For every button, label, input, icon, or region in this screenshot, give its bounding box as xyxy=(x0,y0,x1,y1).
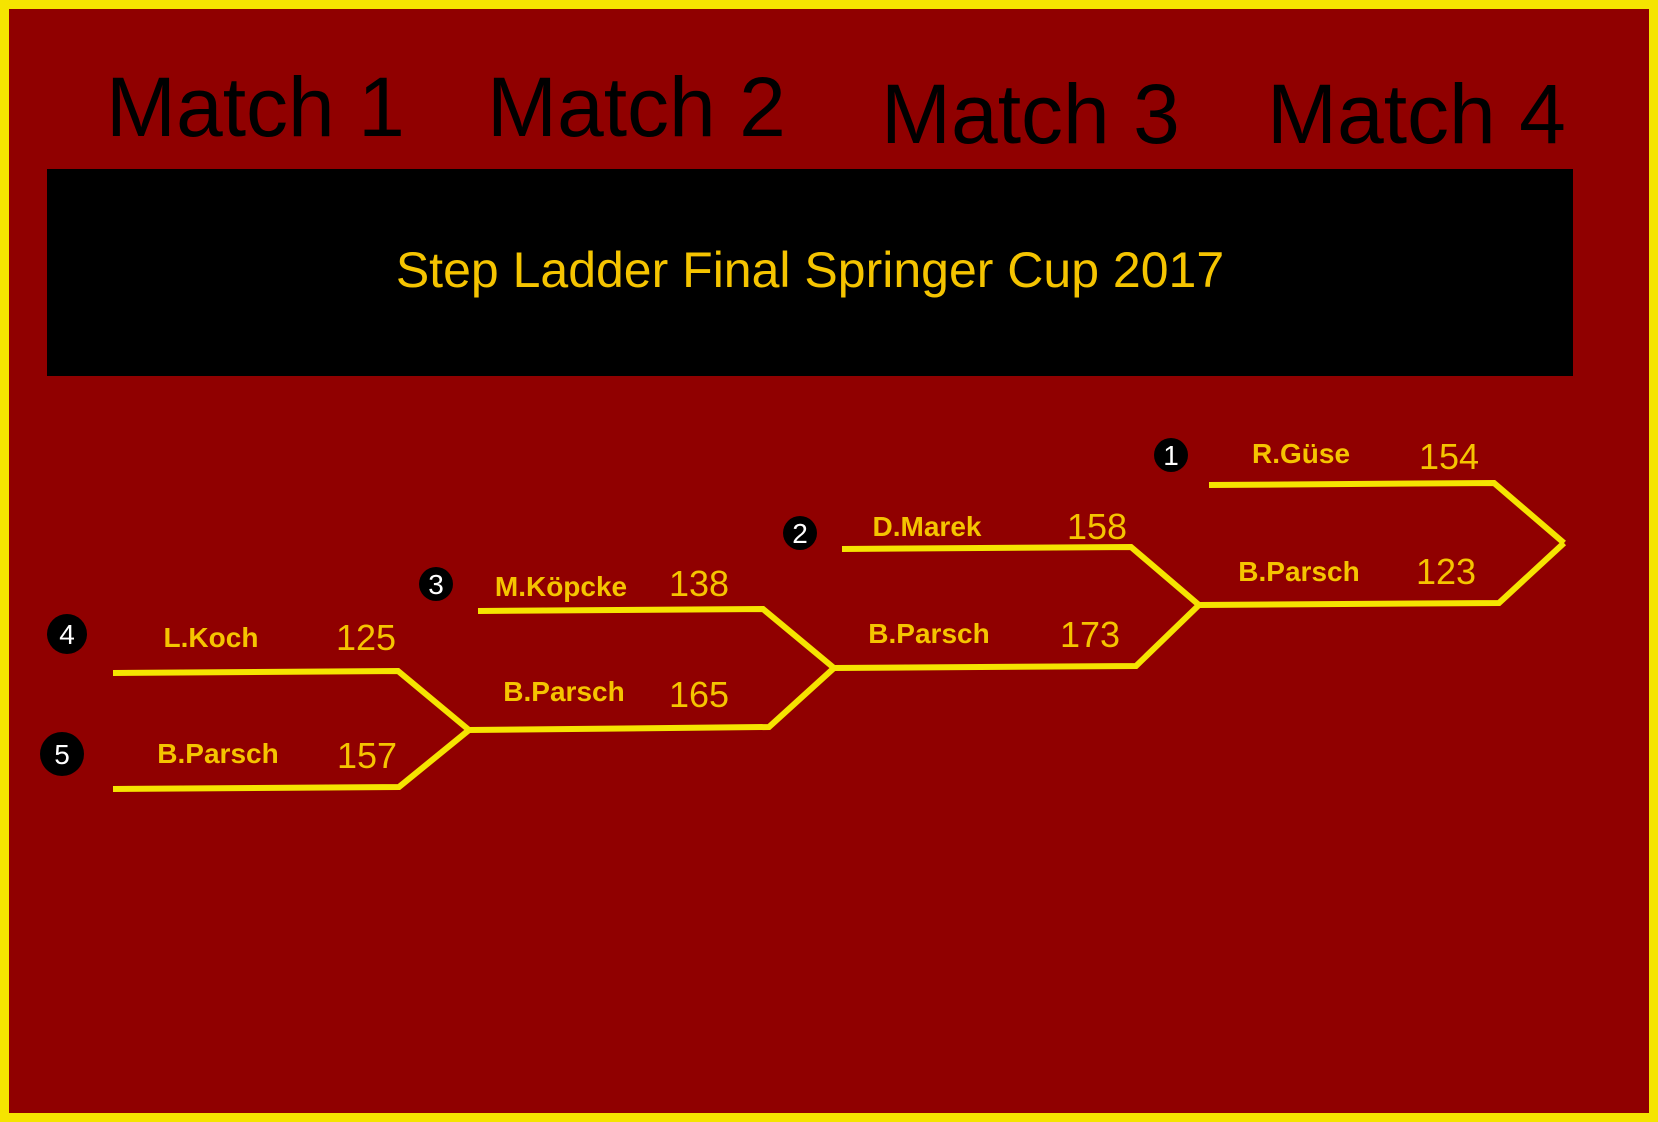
match-1-bottom-player-score: 157 xyxy=(337,735,397,776)
match-4-top-player-name: R.Güse xyxy=(1252,438,1350,469)
match-1-bottom-line xyxy=(112,727,471,792)
match-2-bottom-line xyxy=(468,665,837,733)
match-2-top-player-name: M.Köpcke xyxy=(495,571,627,602)
match-1-bottom-player-name: B.Parsch xyxy=(157,738,278,769)
match-3-top-line xyxy=(841,543,1201,608)
match-3-bottom-player-score: 173 xyxy=(1060,614,1120,655)
match-3-top-player-score: 158 xyxy=(1067,506,1127,547)
match-1-top-player-score: 125 xyxy=(336,617,396,658)
match-1-top-line xyxy=(112,667,471,733)
match-2-header: Match 2 xyxy=(487,60,786,154)
match-3-bottom-player-name: B.Parsch xyxy=(868,618,989,649)
match-2-bottom-player-score: 165 xyxy=(669,674,729,715)
match-4-top-line xyxy=(1208,479,1566,546)
match-2-bottom-player-name: B.Parsch xyxy=(503,676,624,707)
seed-badge-5: 5 xyxy=(40,732,84,776)
title-banner: Step Ladder Final Springer Cup 2017 xyxy=(47,169,1573,376)
seed-badge-2: 2 xyxy=(783,516,817,550)
banner-title: Step Ladder Final Springer Cup 2017 xyxy=(395,242,1225,298)
seed-number: 4 xyxy=(59,619,75,650)
match-4-bottom-line xyxy=(1198,540,1567,608)
bracket-diagram: 1 2 3 4 5 L.Koch 125 B.Parsch 157 M.Köpc… xyxy=(40,436,1567,792)
match-3-bottom-line xyxy=(833,602,1202,671)
match-1-header: Match 1 xyxy=(106,60,405,154)
match-3-header: Match 3 xyxy=(881,67,1180,161)
seed-badge-1: 1 xyxy=(1154,438,1188,472)
match-1-top-player-name: L.Koch xyxy=(164,622,259,653)
match-4-top-player-score: 154 xyxy=(1419,436,1479,477)
seed-number: 5 xyxy=(54,739,70,770)
match-2-top-line xyxy=(477,605,836,671)
seed-badge-4: 4 xyxy=(47,614,87,654)
seed-badge-3: 3 xyxy=(419,567,453,601)
match-4-bottom-player-score: 123 xyxy=(1416,551,1476,592)
seed-number: 2 xyxy=(792,518,808,549)
match-4-bottom-player-name: B.Parsch xyxy=(1238,556,1359,587)
match-2-top-player-score: 138 xyxy=(669,563,729,604)
match-3-top-player-name: D.Marek xyxy=(873,511,982,542)
seed-number: 1 xyxy=(1163,440,1179,471)
seed-number: 3 xyxy=(428,569,444,600)
match-4-header: Match 4 xyxy=(1267,67,1566,161)
